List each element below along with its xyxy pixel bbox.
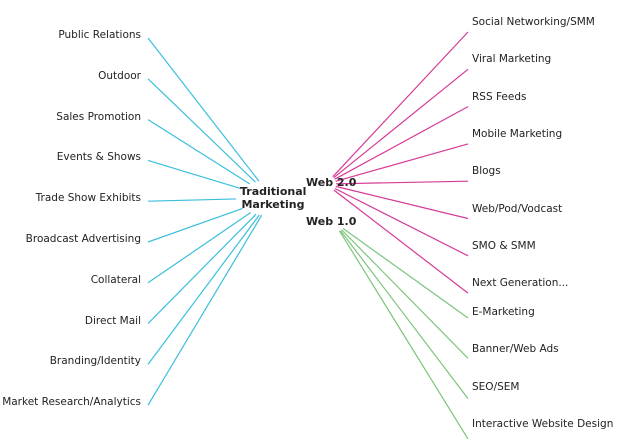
web2-connector — [335, 185, 469, 220]
web1-item-label: SEO/SEM — [472, 380, 520, 393]
hub-traditional-marketing: Traditional Marketing — [240, 185, 307, 211]
web1-connector — [338, 230, 469, 440]
web2-connector — [334, 187, 469, 257]
web2-item-label: Next Generation... — [472, 277, 569, 290]
web1-item-label: Interactive Website Design — [472, 417, 614, 430]
web1-connector — [341, 229, 469, 359]
web2-connector — [333, 68, 469, 179]
traditional-connector — [147, 198, 237, 202]
web2-connector — [332, 31, 469, 178]
traditional-connector — [147, 119, 250, 185]
traditional-connector — [147, 213, 257, 325]
traditional-item-label: Sales Promotion — [56, 110, 141, 123]
traditional-item-label: Collateral — [90, 273, 141, 286]
traditional-item-label: Public Relations — [58, 29, 141, 41]
web2-item-label: Web/Pod/Vodcast — [472, 202, 563, 215]
traditional-connector — [147, 214, 260, 365]
traditional-connector — [147, 37, 260, 182]
traditional-connector — [147, 207, 243, 243]
traditional-connector — [147, 212, 252, 284]
traditional-item-label: Outdoor — [98, 69, 141, 82]
web1-connector — [339, 230, 469, 399]
web2-connector — [334, 106, 469, 180]
traditional-item-label: Trade Show Exhibits — [35, 192, 141, 205]
web1-item-label: E-Marketing — [472, 306, 535, 318]
traditional-item-label: Direct Mail — [84, 314, 141, 327]
traditional-connector — [147, 78, 256, 183]
web2-connector — [335, 180, 469, 185]
web1-connector — [342, 228, 469, 319]
hub-web-2: Web 2.0 — [306, 176, 357, 189]
traditional-connector — [147, 159, 242, 190]
traditional-item-label: Broadcast Advertising — [25, 233, 141, 245]
web2-item-label: SMO & SMM — [472, 239, 536, 252]
web2-item-label: Blogs — [472, 165, 501, 178]
traditional-item-label: Events & Shows — [56, 151, 141, 164]
hub-web-1: Web 1.0 — [306, 215, 357, 228]
web1-item-label: Banner/Web Ads — [472, 343, 559, 356]
web2-connector — [333, 189, 469, 294]
web2-connector — [335, 143, 469, 182]
web2-item-label: Social Networking/SMM — [472, 16, 595, 28]
web2-item-label: RSS Feeds — [472, 90, 527, 103]
web2-item-label: Mobile Marketing — [472, 127, 563, 140]
traditional-connector — [147, 214, 263, 406]
traditional-item-label: Market Research/Analytics — [2, 396, 141, 409]
web2-item-label: Viral Marketing — [472, 53, 552, 66]
traditional-item-label: Branding/Identity — [49, 355, 141, 368]
